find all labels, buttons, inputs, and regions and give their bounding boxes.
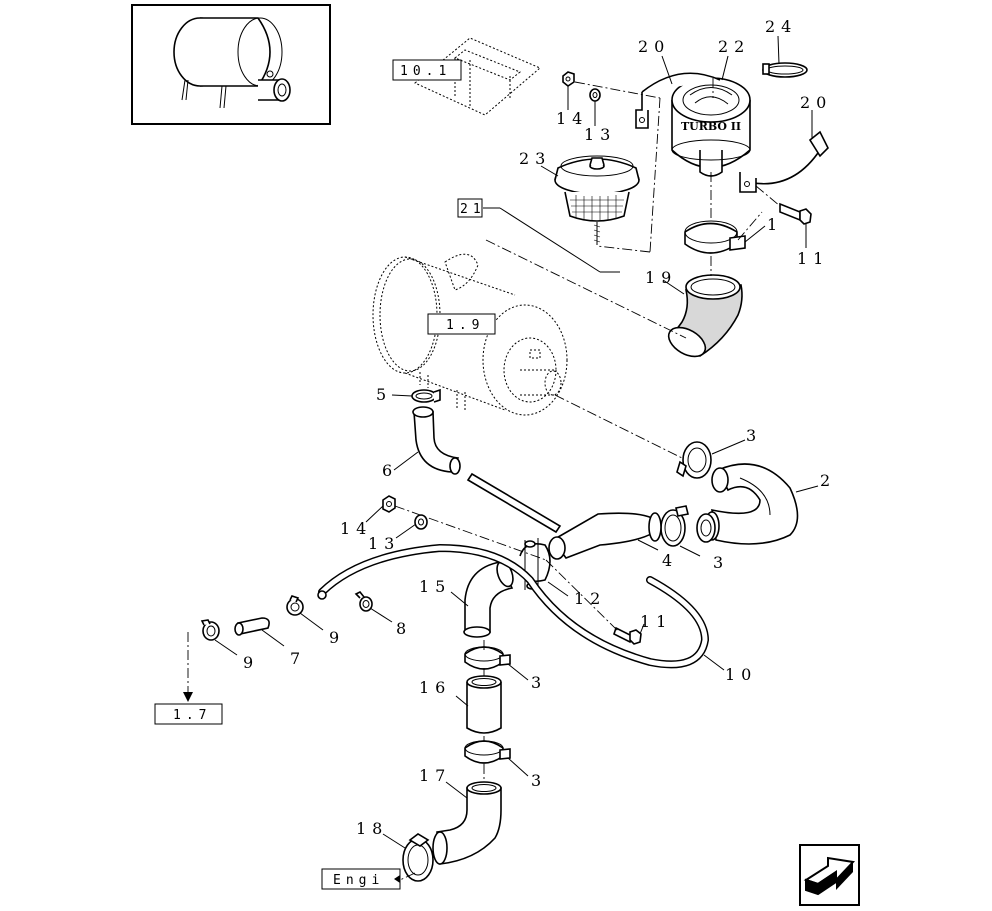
washer-13-top [589, 88, 601, 102]
callout-label: 15 [419, 577, 451, 596]
clamp-band-20-top [635, 72, 721, 129]
turbo-precleaner [671, 77, 751, 177]
callout-label: 11 [797, 249, 829, 268]
callout-label: 13 [368, 534, 400, 553]
callout-label: 9 [243, 653, 259, 672]
leader-lines [214, 35, 819, 849]
callout-label: 3 [531, 673, 547, 692]
ref-engine-label: Engi [333, 873, 384, 888]
bolt-11-lower [613, 626, 642, 645]
dust-tube [466, 472, 562, 534]
callout-label: 11 [640, 612, 672, 631]
next-page-icon[interactable] [799, 844, 860, 906]
callout-label: 13 [584, 125, 616, 144]
callout-label: 23 [519, 149, 551, 168]
clamp-3-lower-b [464, 740, 511, 764]
mounting-plate [414, 37, 541, 116]
arrow-down-icon [183, 692, 193, 702]
ref-box-1-9: 1.9 [427, 313, 496, 335]
callout-label: 1 [767, 215, 783, 234]
assembly-lines [187, 78, 781, 881]
callout-label: 24 [765, 17, 797, 36]
clamp-3-mid [660, 505, 689, 547]
ref-10-1-label: 10.1 [400, 64, 451, 79]
callout-label: 16 [419, 678, 451, 697]
hose-6 [412, 406, 461, 475]
nut-14-left [382, 495, 396, 513]
elbow-19 [667, 274, 743, 358]
hose-10 [317, 543, 710, 669]
callouts: 20 22 24 14 13 20 23 1 11 19 5 3 6 2 14 … [243, 17, 836, 838]
ref-21-label: 21 [460, 202, 486, 217]
callout-label: 19 [645, 268, 677, 287]
clamp-5 [411, 388, 441, 403]
hose-7 [234, 617, 270, 636]
callout-label: 9 [329, 628, 345, 647]
clamp-9-left [200, 619, 220, 641]
callout-label: 14 [556, 109, 588, 128]
clamp-18 [402, 833, 434, 882]
callout-label: 6 [382, 461, 398, 480]
callout-label: 10 [725, 665, 757, 684]
elbow-15 [463, 560, 514, 638]
clamp-1 [684, 220, 746, 254]
cap-23 [554, 155, 640, 245]
callout-label: 18 [356, 819, 388, 838]
clamp-3-upper [676, 441, 712, 479]
callout-label: 8 [396, 619, 412, 638]
ring-mid [696, 513, 716, 543]
hose-2 [704, 463, 799, 545]
ref-box-10-1: 10.1 [392, 59, 462, 81]
callout-label: 4 [662, 551, 678, 570]
callout-label: 5 [376, 385, 392, 404]
air-filter-housing [372, 253, 568, 416]
elbow-17 [432, 781, 502, 865]
hose-4 [548, 512, 662, 560]
ref-box-engine: Engi [321, 868, 401, 890]
nut-14-top [562, 71, 575, 87]
callout-label: 3 [746, 426, 762, 445]
ref-1-9-label: 1.9 [446, 318, 484, 333]
clamp-9-right [286, 595, 304, 616]
pipe-16 [466, 675, 502, 734]
ref-box-21: 21 [457, 198, 486, 218]
clamp-3-lower-a [464, 646, 511, 670]
callout-label: 20 [800, 93, 832, 112]
ref-1-7-label: 1.7 [173, 708, 211, 723]
clamp-24 [762, 62, 808, 78]
callout-label: 3 [713, 553, 729, 572]
callout-label: 12 [574, 589, 606, 608]
clamp-band-20-right [739, 130, 829, 193]
callout-label: 17 [419, 766, 451, 785]
clamp-8 [354, 590, 373, 612]
callout-label: 3 [531, 771, 547, 790]
arrow-left-icon [394, 875, 400, 883]
bolt-11-right [779, 202, 812, 225]
callout-label: 7 [290, 649, 306, 668]
callout-label: 20 [638, 37, 670, 56]
callout-label: 22 [718, 37, 750, 56]
thumbnail-inset [131, 4, 331, 125]
ref-box-1-7: 1.7 [154, 703, 223, 725]
callout-label: 2 [820, 471, 836, 490]
brand-text: TURBO II [681, 120, 741, 133]
callout-label: 14 [340, 519, 372, 538]
